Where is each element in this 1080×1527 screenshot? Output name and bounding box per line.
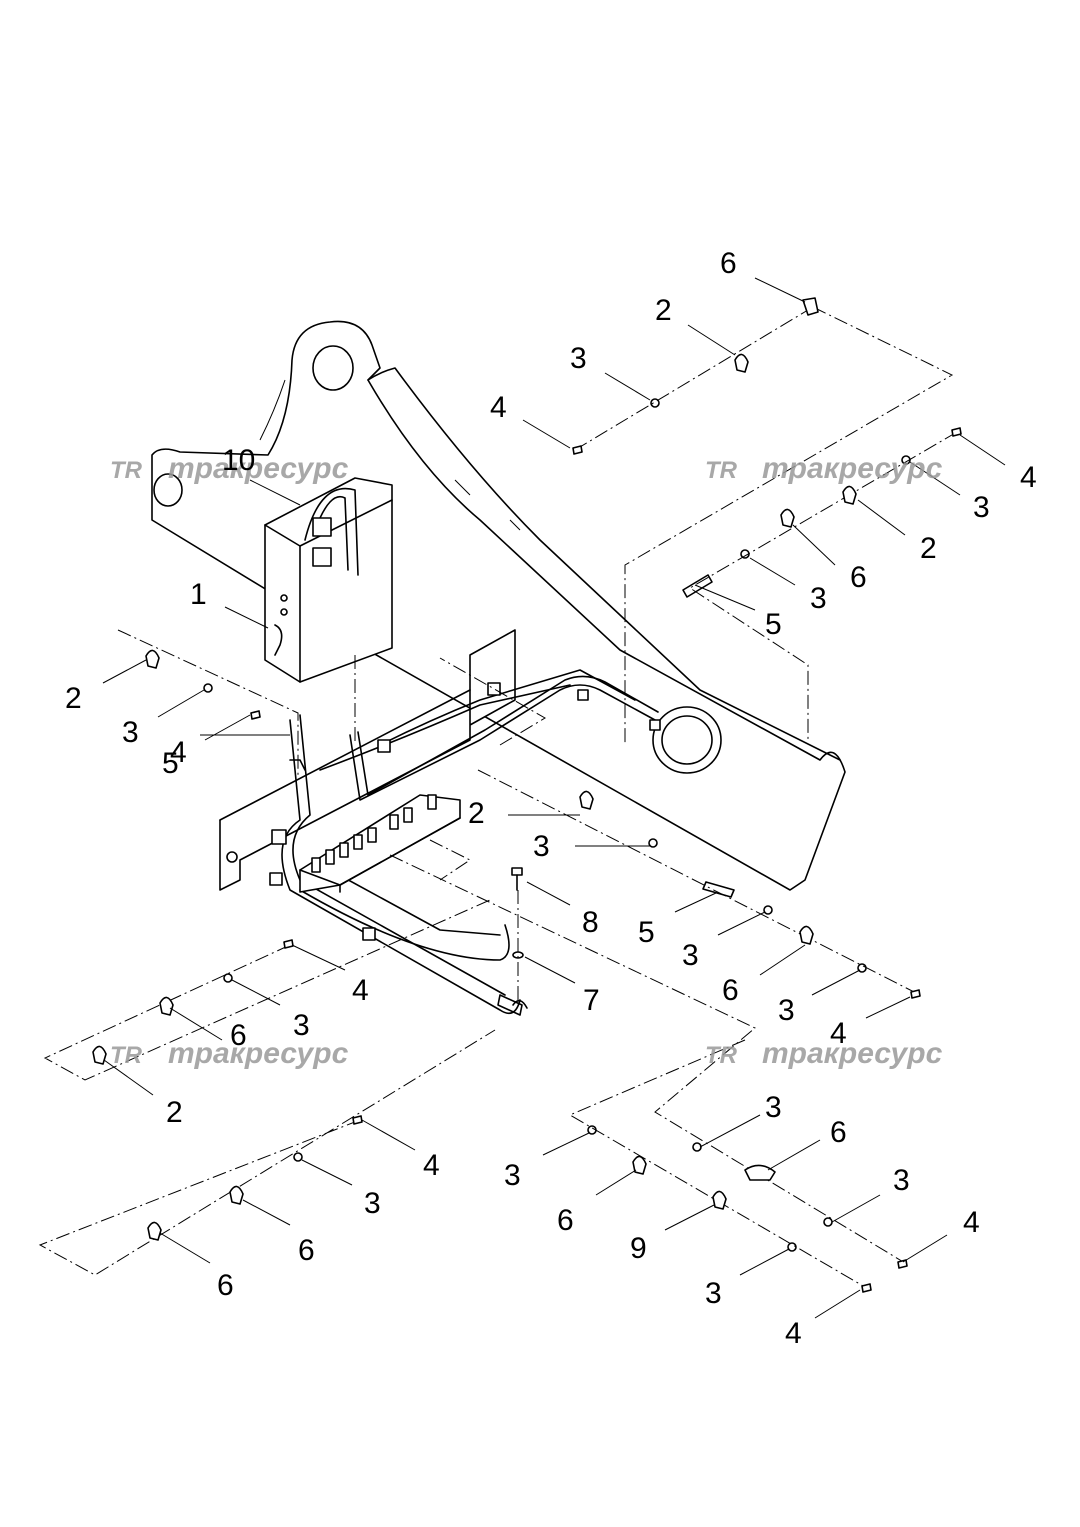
watermark-bottom-left: TR тракресурс: [110, 1037, 349, 1070]
callout-5: 5: [765, 608, 782, 641]
callout-2: 2: [655, 294, 672, 327]
callout-3: 3: [778, 994, 795, 1027]
callout-4: 4: [830, 1017, 847, 1050]
callout-labels: 6 2 3 4 10 4 3 2 6 3 5 1 2 3 4 5 2 3 8 5…: [65, 247, 1037, 1350]
callout-3: 3: [533, 830, 550, 863]
svg-text:тракресурс: тракресурс: [168, 452, 349, 485]
svg-text:TR: TR: [705, 1042, 738, 1069]
callout-2: 2: [468, 797, 485, 830]
callout-5: 5: [162, 747, 179, 780]
callout-4: 4: [423, 1149, 440, 1182]
callout-4: 4: [1020, 461, 1037, 494]
callout-3: 3: [973, 491, 990, 524]
callout-4: 4: [352, 974, 369, 1007]
callout-3: 3: [122, 716, 139, 749]
callout-4: 4: [785, 1317, 802, 1350]
callout-2: 2: [166, 1096, 183, 1129]
callout-6: 6: [557, 1204, 574, 1237]
callout-2: 2: [65, 682, 82, 715]
svg-text:тракресурс: тракресурс: [762, 1037, 943, 1070]
callout-3: 3: [810, 582, 827, 615]
callout-3: 3: [705, 1277, 722, 1310]
callout-6: 6: [830, 1116, 847, 1149]
callout-3: 3: [364, 1187, 381, 1220]
callout-1: 1: [190, 578, 207, 611]
valve-block: [271, 759, 461, 893]
control-box: [264, 477, 393, 683]
callout-3: 3: [504, 1159, 521, 1192]
callout-3: 3: [893, 1164, 910, 1197]
callout-8: 8: [582, 906, 599, 939]
callout-6: 6: [298, 1234, 315, 1267]
watermarks: TR тракресурс TR тракресурс TR тракресур…: [110, 452, 943, 1070]
watermark-top-left: TR тракресурс: [110, 452, 349, 485]
callout-3: 3: [570, 342, 587, 375]
callout-4: 4: [490, 391, 507, 424]
leader-lines: [102, 277, 1006, 1319]
callout-6: 6: [230, 1019, 247, 1052]
hardware-parts: [92, 297, 962, 1293]
watermark-top-right: TR тракресурс: [705, 452, 943, 485]
assembly-lines: [38, 306, 958, 1291]
hose-harness: [269, 669, 661, 1016]
svg-text:тракресурс: тракресурс: [168, 1037, 349, 1070]
callout-4: 4: [170, 736, 187, 769]
callout-6: 6: [850, 561, 867, 594]
callout-5: 5: [638, 916, 655, 949]
callout-10: 10: [222, 444, 255, 477]
boom-frame: [151, 320, 846, 891]
callout-6: 6: [720, 247, 737, 280]
callout-4: 4: [963, 1206, 980, 1239]
svg-text:TR: TR: [110, 457, 143, 484]
callout-7: 7: [583, 984, 600, 1017]
callout-3: 3: [293, 1009, 310, 1042]
callout-3: 3: [682, 939, 699, 972]
watermark-bottom-right: TR тракресурс: [705, 1037, 943, 1070]
svg-text:тракресурс: тракресурс: [762, 452, 943, 485]
callout-6: 6: [722, 974, 739, 1007]
callout-3: 3: [765, 1091, 782, 1124]
callout-6: 6: [217, 1269, 234, 1302]
callout-9: 9: [630, 1232, 647, 1265]
callout-2: 2: [920, 532, 937, 565]
svg-text:TR: TR: [705, 457, 738, 484]
svg-text:TR: TR: [110, 1042, 143, 1069]
